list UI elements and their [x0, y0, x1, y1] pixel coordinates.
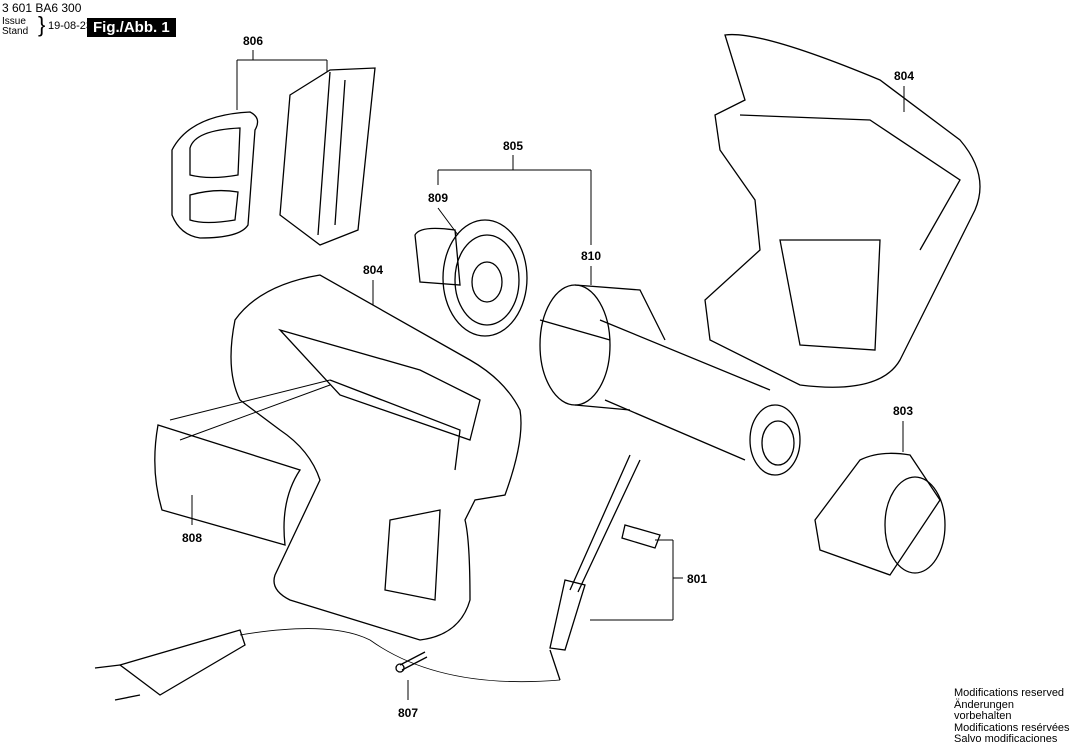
part-806-pcb — [279, 67, 376, 246]
part-804-left-housing — [230, 274, 522, 641]
part-label-804-right: 804 — [893, 69, 915, 83]
issue-date: 19-08-23 — [48, 20, 93, 32]
brace: } — [38, 12, 46, 37]
part-803-nozzle — [814, 452, 946, 576]
part-808-label — [154, 424, 302, 546]
part-806-cover — [171, 111, 259, 239]
note-es: Salvo modificaciones — [954, 733, 1058, 745]
part-label-808: 808 — [181, 531, 203, 545]
issue-text: Issue — [2, 16, 26, 27]
note-fr: Modifications resérvées — [954, 721, 1070, 734]
note-en: Modifications reserved — [954, 687, 1065, 699]
leader-lines — [169, 50, 905, 700]
part-label-807: 807 — [397, 706, 419, 720]
document-number: 3 601 BA6 300 — [2, 1, 82, 15]
note-de: Änderungen vorbehalten — [954, 698, 1014, 722]
part-label-803: 803 — [892, 404, 914, 418]
stand-text: Stand — [2, 26, 29, 37]
power-plug — [94, 628, 561, 701]
part-807-screw — [395, 651, 428, 673]
part-label-810: 810 — [580, 249, 602, 263]
figure-label: Fig./Abb. 1 — [87, 18, 176, 37]
part-label-804-left: 804 — [362, 263, 384, 277]
modification-notes: Modifications reserved Änderungen vorbeh… — [954, 687, 1071, 746]
part-810-heater — [539, 284, 801, 476]
part-801-cable — [549, 454, 661, 681]
part-809-fan — [414, 219, 528, 337]
part-label-805: 805 — [502, 139, 524, 153]
part-label-806: 806 — [242, 34, 264, 48]
part-label-801: 801 — [686, 572, 708, 586]
part-804-right-housing — [704, 33, 981, 388]
part-label-809: 809 — [427, 191, 449, 205]
